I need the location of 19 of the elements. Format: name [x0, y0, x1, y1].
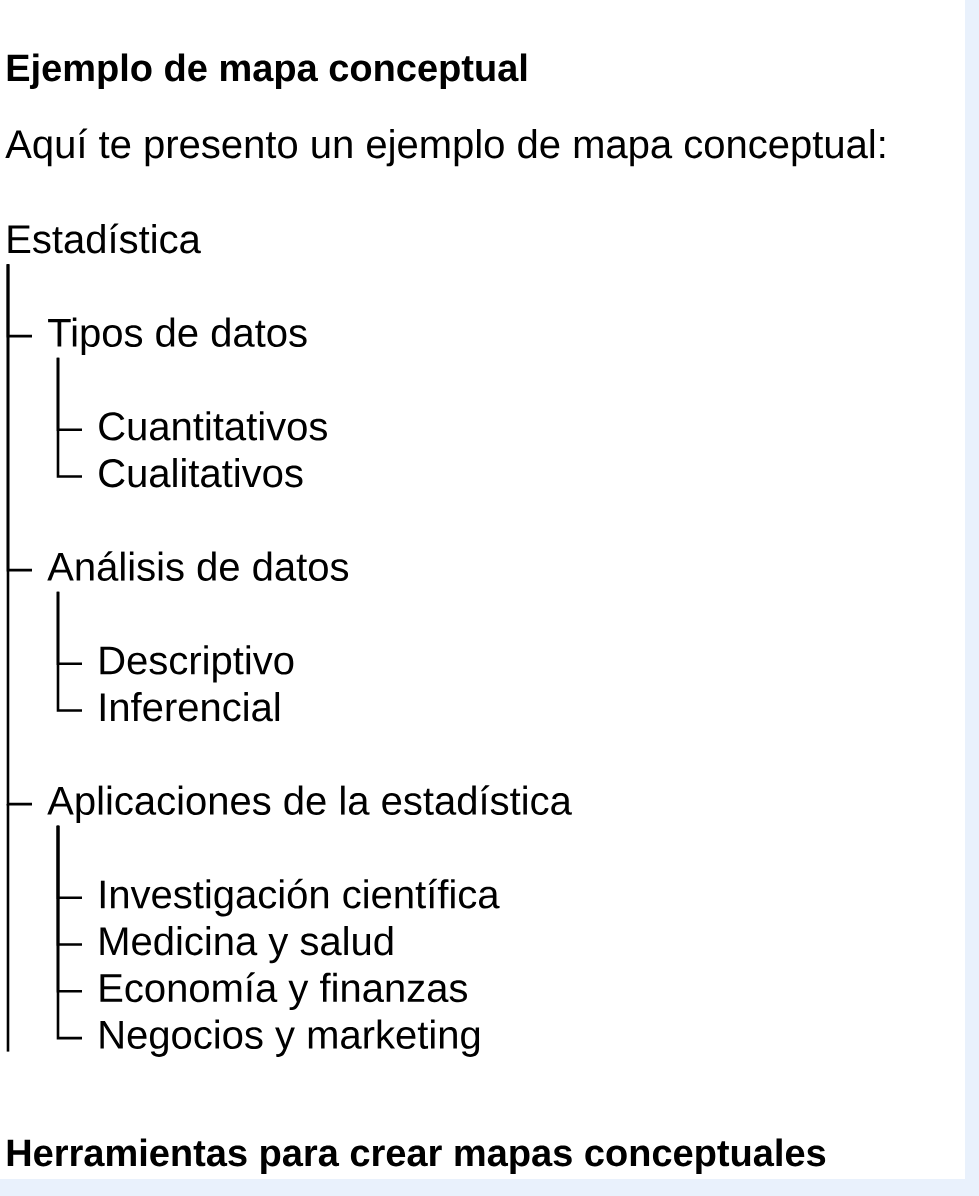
tree-line [56, 357, 82, 478]
heading: Ejemplo de mapa conceptual [7, 53, 527, 89]
concept-text: Análisis de datos [47, 551, 349, 581]
concept-text: Investigación científica [100, 878, 500, 917]
concept-text: Negocios y marketing [100, 1019, 480, 1057]
concept-text: Estadística [8, 223, 201, 254]
section-heading: Herramientas para crear mapas conceptuales [7, 1138, 826, 1174]
concept-text: Inferencial [100, 692, 280, 722]
tree-line [6, 264, 32, 806]
intro-text: Aquí te presento un ejemplo de mapa conceptual: [5, 128, 885, 167]
tree-line [56, 591, 82, 712]
concept-text: Descriptivo [100, 645, 294, 683]
concept-text: Aplicaciones de la estadística [47, 785, 572, 823]
concept-text: Economía y finanzas [100, 972, 467, 1011]
concept-text: Medicina y salud [100, 926, 393, 964]
tree-line [56, 825, 82, 1040]
concept-text: Cuantitativos [99, 411, 327, 441]
concept-text: Cualitativos [99, 458, 303, 488]
concept-text: Tipos de datos [48, 317, 307, 355]
